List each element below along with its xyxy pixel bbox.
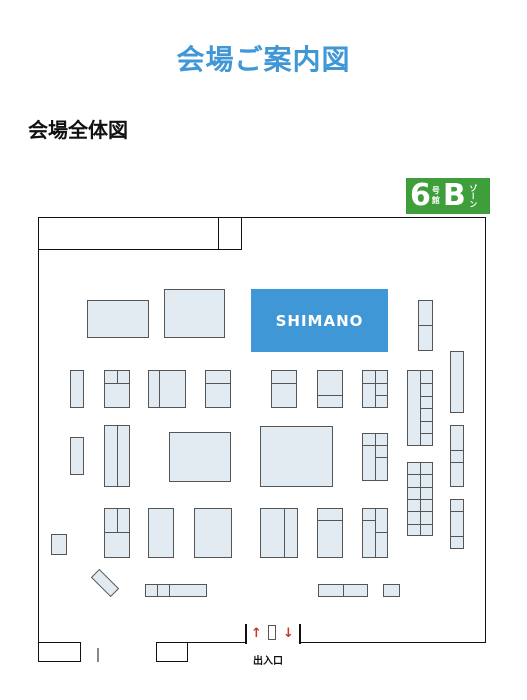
hall-zone-suffix: ゾーン: [468, 184, 478, 208]
entrance-gap: [246, 636, 301, 646]
entrance-door: [268, 625, 276, 640]
hall-kanji-bottom: 館: [431, 196, 440, 205]
booth-large-1: [87, 300, 149, 338]
booth-divider: [407, 511, 433, 512]
booth-small-2: [70, 437, 84, 475]
booth-divider: [407, 524, 433, 525]
booth-divider: [420, 421, 433, 422]
booth-divider: [362, 445, 388, 446]
bottom-left-wall-block: [38, 642, 81, 662]
booth-divider: [362, 383, 388, 384]
booth-divider: [159, 370, 160, 408]
booth-divider: [407, 474, 433, 475]
booth-divider: [407, 487, 433, 488]
booth-medium-1: [148, 508, 174, 558]
hall-badge: 6 号 館 B ゾーン: [406, 178, 490, 214]
booth-divider: [104, 383, 130, 384]
entrance-up-arrow-icon: ↑: [251, 626, 262, 641]
hall-number: 6: [410, 178, 431, 213]
hall-kanji-top: 号: [431, 186, 440, 195]
booth-medium-2: [194, 508, 232, 558]
booth-right-edge-3: [450, 499, 464, 549]
section-title: 会場全体図: [28, 118, 128, 142]
booth-small-4: [383, 584, 400, 597]
booth-small-1: [70, 370, 84, 408]
booth-2col-a: [148, 370, 186, 408]
top-left-wall-block: [38, 217, 219, 250]
booth-divider: [362, 520, 375, 521]
booth-right-edge-2: [450, 425, 464, 487]
booth-divider: [343, 584, 344, 597]
booth-divider: [169, 584, 170, 597]
booth-divider: [117, 425, 118, 487]
booth-2x2-c: [271, 370, 297, 408]
hall-zone: B: [442, 178, 466, 213]
booth-divider: [420, 433, 433, 434]
booth-divider: [157, 584, 158, 597]
booth-divider: [375, 457, 388, 458]
booth-large-2: [164, 289, 225, 338]
booth-divider: [450, 536, 464, 537]
booth-divider: [450, 450, 464, 451]
entrance-down-arrow-icon: ↓: [283, 626, 294, 641]
booth-divider: [450, 462, 464, 463]
booth-divider: [450, 511, 464, 512]
bottom-left-post: [97, 648, 99, 662]
booth-divider: [317, 520, 343, 521]
booth-divider: [420, 383, 433, 384]
hall-kanji: 号 館: [432, 186, 440, 206]
booth-divider: [104, 532, 130, 533]
booth-medium-4: [317, 508, 343, 558]
booth-divider: [205, 383, 231, 384]
entrance-wall-left: [245, 624, 247, 644]
booth-divider: [420, 396, 433, 397]
booth-right-edge-1: [450, 351, 464, 413]
booth-2x2-d: [317, 370, 343, 408]
booth-divider: [271, 383, 297, 384]
page-title: 会場ご案内図: [176, 43, 351, 76]
booth-divider: [284, 508, 285, 558]
booth-divider: [375, 508, 376, 558]
entrance-wall-right: [299, 624, 301, 644]
bottom-left-gap: [80, 636, 158, 646]
booth-divider: [375, 370, 376, 408]
booth-divider: [375, 532, 388, 533]
booth-divider: [317, 395, 343, 396]
booth-small-3: [51, 534, 67, 555]
bottom-left-wall-small: [156, 642, 188, 662]
booth-divider: [418, 325, 433, 326]
booth-divider: [375, 395, 388, 396]
booth-divider: [420, 408, 433, 409]
booth-medium-3: [260, 508, 298, 558]
booth-divider: [117, 508, 118, 532]
top-left-wall-small: [218, 217, 242, 250]
booth-divider: [117, 370, 118, 383]
entrance-label: 出入口: [253, 656, 283, 667]
booth-large-4: [260, 426, 333, 487]
booth-large-3: [169, 432, 231, 482]
booth-strip-1: [145, 584, 207, 597]
booth-divider: [407, 499, 433, 500]
shimano-booth: SHIMANO: [251, 289, 388, 352]
booth-2x2-b: [205, 370, 231, 408]
